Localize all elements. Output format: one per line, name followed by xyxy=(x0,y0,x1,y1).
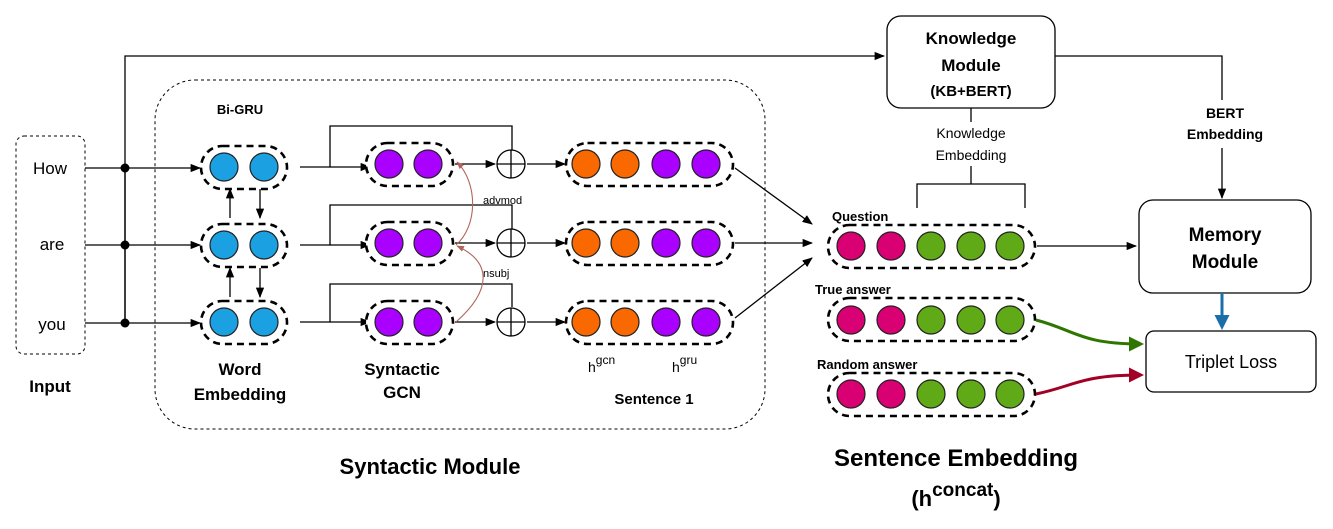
input-group: How are you Input xyxy=(15,135,86,396)
knowledge-module-line1: Knowledge xyxy=(926,29,1017,48)
knowledge-embedding-line1: Knowledge xyxy=(936,125,1005,141)
input-word-are: are xyxy=(40,235,65,254)
knowledge-module-line2: Module xyxy=(941,56,1001,75)
sentence-capsule-how xyxy=(564,141,735,188)
dep-label-advmod: advmod xyxy=(483,195,522,207)
gcn-label-line2: GCN xyxy=(383,383,421,402)
true-answer-to-loss-arrow xyxy=(1035,318,1144,352)
bert-embedding-path: BERT Embedding xyxy=(1055,55,1263,200)
bigru-label: Bi-GRU xyxy=(217,102,263,117)
question-label: Question xyxy=(832,209,888,224)
bert-embedding-line1: BERT xyxy=(1206,105,1245,121)
sentence-embedding-title: Sentence Embedding xyxy=(834,445,1078,472)
random-answer-label: Random answer xyxy=(817,357,917,372)
random-answer-capsule xyxy=(826,371,1037,418)
knowledge-embedding-connector: Knowledge Embedding xyxy=(916,108,1026,208)
h-gru-label: hgru xyxy=(672,353,697,375)
concat-plus-are xyxy=(496,228,526,258)
bigru-capsule-are xyxy=(199,222,289,269)
true-answer-capsule xyxy=(826,296,1037,343)
question-capsule xyxy=(826,223,1037,270)
memory-module-line1: Memory xyxy=(1189,225,1262,246)
bigru-capsule-you xyxy=(199,299,289,346)
word-embedding-label-line1: Word xyxy=(218,360,261,379)
concat-plus-you xyxy=(496,307,526,337)
input-box xyxy=(15,135,86,355)
concat-plus-how xyxy=(496,149,526,179)
bert-embedding-line2: Embedding xyxy=(1187,126,1263,142)
triplet-loss: Triplet Loss xyxy=(1145,330,1317,393)
bigru-arrows xyxy=(225,187,265,299)
memory-module-line2: Module xyxy=(1192,252,1259,273)
gcn-capsule-how xyxy=(364,141,455,188)
knowledge-embedding-line2: Embedding xyxy=(936,147,1007,163)
input-word-how: How xyxy=(33,159,68,178)
sentence-embedding-h-concat: (hconcat) xyxy=(911,480,1000,511)
sentence-1-label: Sentence 1 xyxy=(614,391,693,408)
syntactic-module-box xyxy=(154,79,766,430)
true-answer-label: True answer xyxy=(815,282,891,297)
triplet-loss-label: Triplet Loss xyxy=(1185,352,1277,372)
knowledge-module: Knowledge Module (KB+BERT) xyxy=(886,15,1056,109)
gcn-capsule-are xyxy=(364,220,455,267)
memory-module-box xyxy=(1138,199,1312,294)
triplet-loss-box xyxy=(1145,330,1317,393)
input-wires xyxy=(85,51,886,328)
sentence-to-question-arrows xyxy=(734,167,814,319)
sentence-capsule-you xyxy=(564,299,735,346)
dependency-arcs: advmod nsubj xyxy=(455,161,522,323)
memory-module: Memory Module xyxy=(1138,199,1312,294)
gcn-label-line1: Syntactic xyxy=(364,360,440,379)
input-label: Input xyxy=(29,377,71,396)
dep-label-nsubj: nsubj xyxy=(483,268,509,280)
gcn-wires xyxy=(300,125,567,327)
random-answer-to-loss-arrow xyxy=(1035,367,1144,396)
word-embedding-label-line2: Embedding xyxy=(194,385,287,404)
syntactic-module-title: Syntactic Module xyxy=(340,454,521,479)
gcn-capsule-you xyxy=(364,299,455,346)
input-word-you: you xyxy=(38,315,65,334)
h-gcn-label: hgcn xyxy=(588,353,615,375)
knowledge-module-line3: (KB+BERT) xyxy=(930,83,1011,100)
bigru-capsule-how xyxy=(199,144,289,191)
sentence-capsule-are xyxy=(564,220,735,267)
